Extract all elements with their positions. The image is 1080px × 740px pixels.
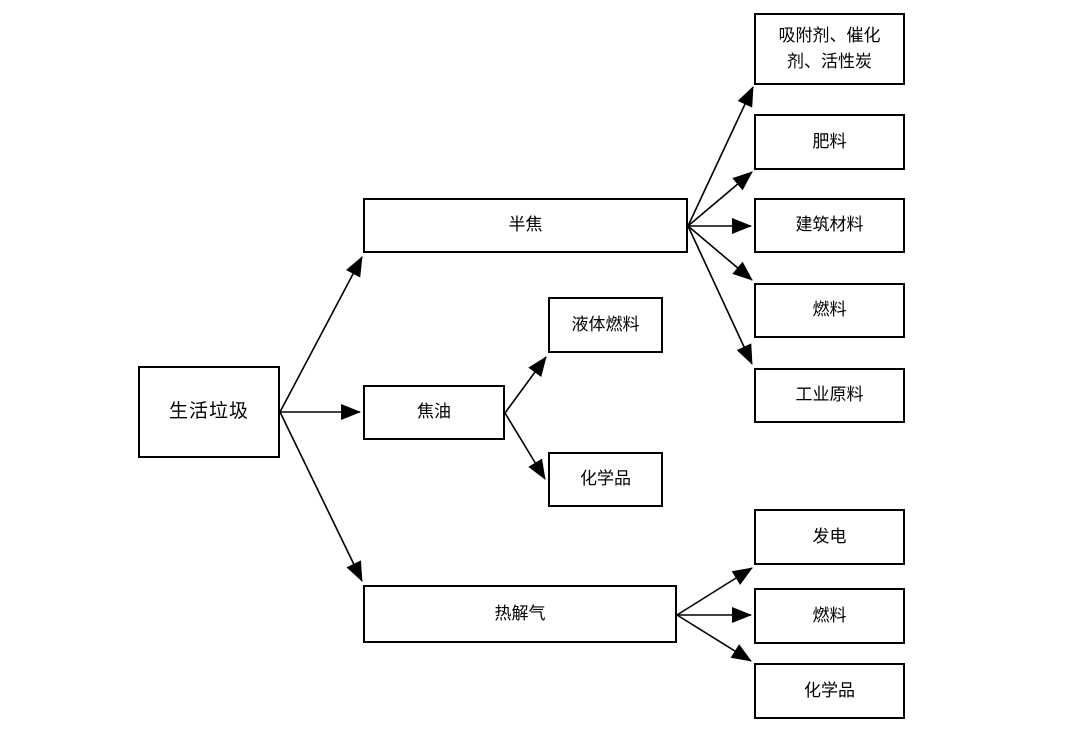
node-industrial-raw-materials: 工业原料	[754, 368, 905, 423]
node-household-waste: 生活垃圾	[138, 366, 280, 458]
edge-waste-semicoke	[279, 256, 363, 413]
node-semicoke: 半焦	[363, 198, 688, 253]
node-building-materials: 建筑材料	[754, 198, 905, 253]
edge-pyrogas-chemicals	[676, 614, 752, 662]
node-liquid-fuel: 液体燃料	[548, 297, 663, 353]
edge-semicoke-adsorbent	[687, 86, 754, 227]
node-pyrolysis-gas: 热解气	[363, 585, 677, 643]
node-fertilizer: 肥料	[754, 114, 905, 170]
edge-pyrogas-power	[676, 567, 753, 616]
edge-tar-liquidfuel	[504, 356, 547, 414]
node-chemicals-from-pyrolysis-gas: 化学品	[754, 663, 905, 719]
node-fuel-from-pyrolysis-gas: 燃料	[754, 588, 905, 644]
edge-semicoke-fuel	[687, 225, 753, 281]
node-chemicals-from-tar: 化学品	[548, 452, 663, 507]
edge-waste-pyrogas	[279, 411, 363, 582]
edge-semicoke-industrial	[687, 225, 753, 365]
node-adsorbent-catalyst-activated-carbon: 吸附剂、催化 剂、活性炭	[754, 13, 905, 85]
node-tar: 焦油	[363, 385, 505, 440]
edge-tar-chemicals	[504, 412, 546, 480]
node-fuel-from-semicoke: 燃料	[754, 283, 905, 338]
edge-semicoke-fertilizer	[687, 171, 753, 227]
node-power-generation: 发电	[754, 509, 905, 565]
